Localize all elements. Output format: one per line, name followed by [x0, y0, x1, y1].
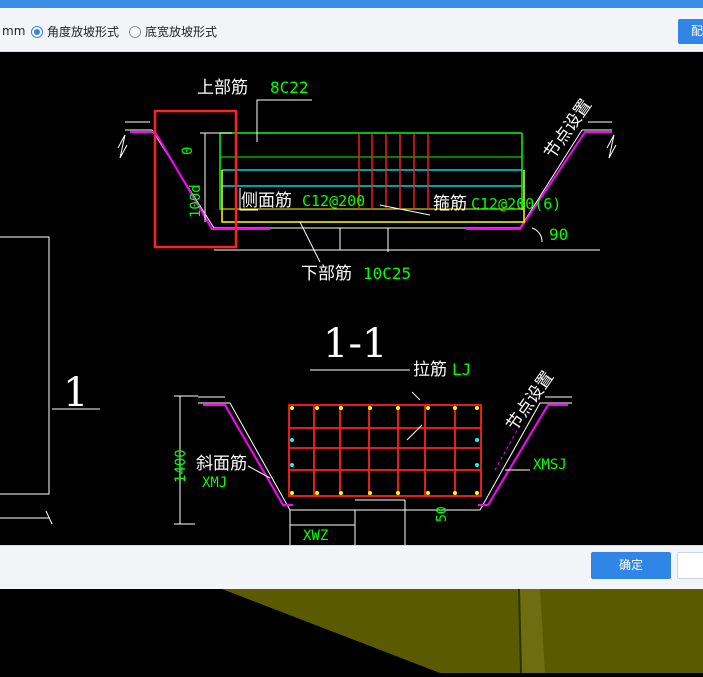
side-rebar-value: C12@200 [302, 192, 365, 210]
bottom-width: XWZ [303, 528, 328, 544]
top-rebar-value: 8C22 [270, 78, 309, 97]
3d-viewport[interactable] [0, 588, 703, 674]
rebar-dots [290, 406, 479, 495]
slope-label: 斜面筋 [196, 454, 247, 474]
dim-lead: 100d [188, 184, 204, 218]
side-rebar-label: 侧面筋 [241, 191, 292, 211]
radio-width-label: 底宽放坡形式 [145, 25, 218, 39]
angle-value: 90 [549, 225, 568, 244]
top-rebar-label: 上部筋 [197, 78, 248, 98]
window-title-bar [0, 0, 703, 8]
radio-selected-icon[interactable] [31, 25, 43, 38]
highlight-box [153, 109, 238, 249]
slope-value-right: XMSJ [533, 457, 567, 473]
rebar-cage [288, 404, 482, 497]
section-title: 1-1 [323, 321, 387, 367]
cad-drawing-canvas: 上部筋 8C22 侧面筋 C12@200 箍筋 C12@200(6) 下部筋 1… [0, 52, 703, 545]
height-dim: 1400 [173, 449, 189, 483]
bottom-rebar-line [221, 170, 525, 223]
viewport-shapes [222, 588, 703, 674]
slope-rebar-left [130, 131, 270, 230]
dialog-footer: 确定 [0, 545, 703, 590]
ok-button[interactable]: 确定 [591, 552, 671, 579]
xmsj-rebar [478, 404, 568, 506]
stirrup-label: 箍筋 [433, 194, 467, 214]
stirrups [358, 133, 429, 209]
dim-zero: 0 [180, 147, 196, 155]
bottom-rebar-value: 10C25 [363, 264, 411, 283]
dim-50: 50 [435, 506, 450, 522]
radio-angle-slope[interactable]: 角度放坡形式 [31, 23, 119, 40]
tie-value: LJ [452, 360, 471, 379]
cancel-button[interactable] [677, 552, 703, 579]
slope-value: XMJ [202, 475, 227, 491]
radio-width-slope[interactable]: 底宽放坡形式 [129, 23, 217, 40]
options-toolbar: mm 角度放坡形式 底宽放坡形式 配 [0, 8, 703, 52]
section-number: 1 [63, 370, 88, 416]
config-button[interactable]: 配 [678, 19, 703, 44]
radio-unselected-icon[interactable] [129, 25, 141, 38]
section-drawing: 上部筋 8C22 侧面筋 C12@200 箍筋 C12@200(6) 下部筋 1… [0, 52, 703, 545]
unit-label: mm [2, 24, 26, 38]
xmj-rebar [203, 404, 293, 506]
tie-label: 拉筋 [413, 360, 447, 380]
slope-rebar-right [466, 131, 612, 230]
radio-angle-label: 角度放坡形式 [47, 25, 120, 39]
bottom-rebar-label: 下部筋 [301, 264, 352, 284]
stirrup-value: C12@200(6) [471, 195, 561, 213]
